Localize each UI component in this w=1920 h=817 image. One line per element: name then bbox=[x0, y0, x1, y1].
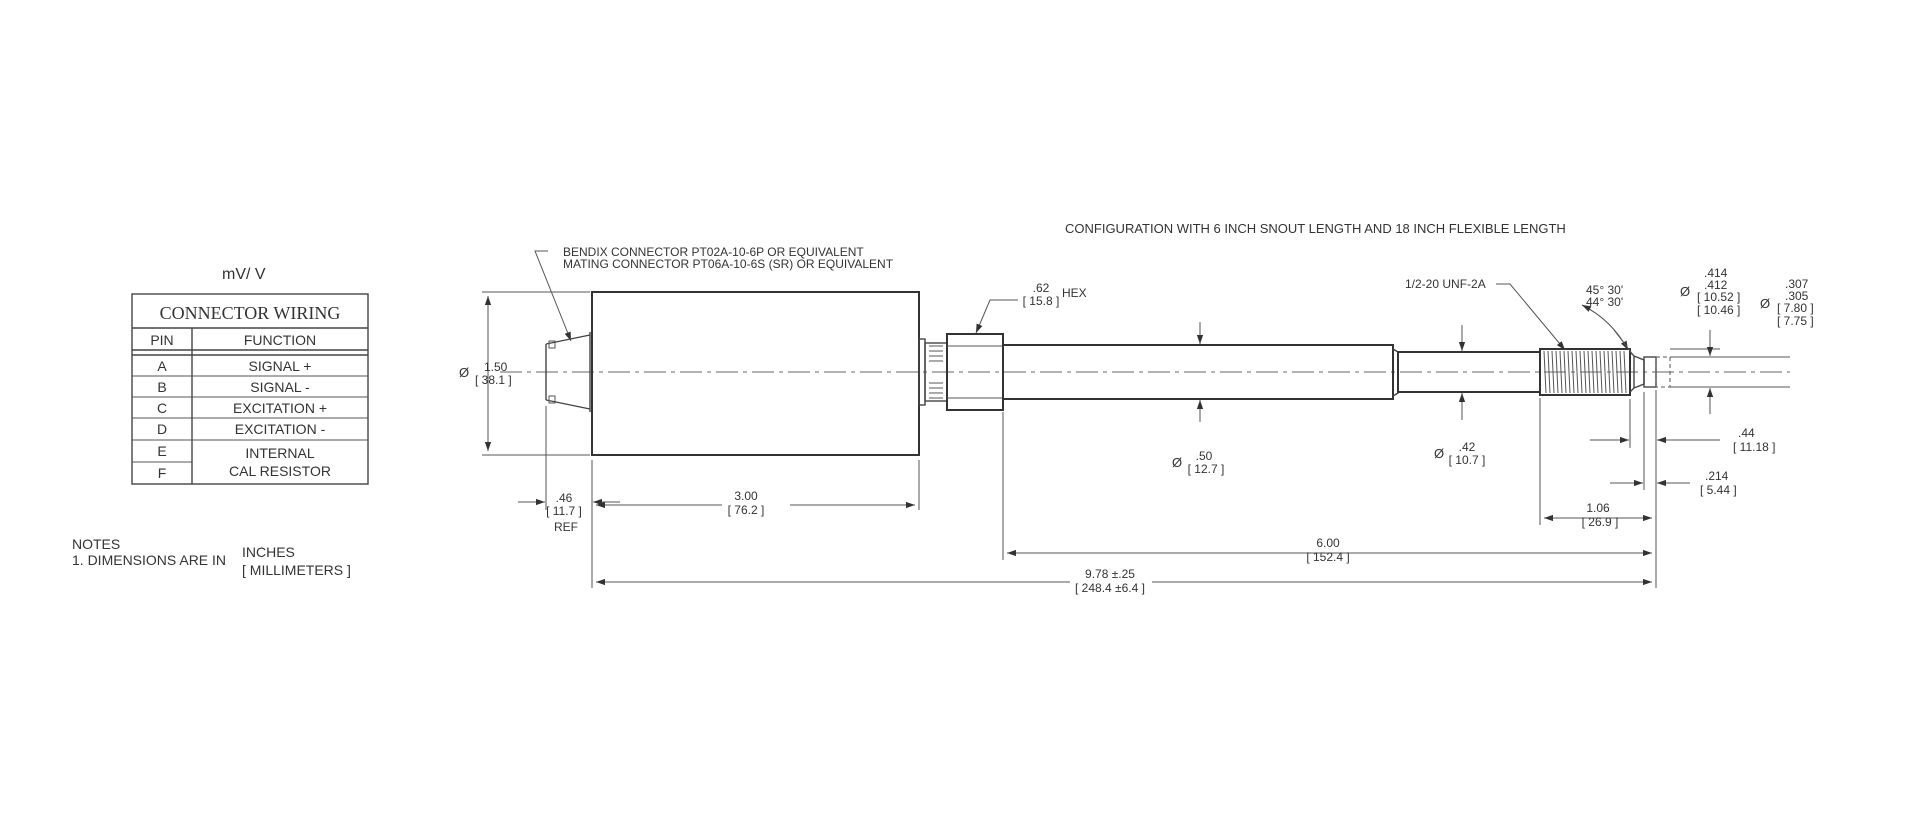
function-e: INTERNAL bbox=[245, 445, 314, 461]
pin-c: C bbox=[157, 400, 167, 416]
dim-hex-label: HEX bbox=[1062, 286, 1087, 300]
dim-snout-diameter-in: .50 bbox=[1196, 449, 1213, 463]
dim-thread-spec: 1/2-20 UNF-2A bbox=[1405, 277, 1486, 291]
pin-f: F bbox=[158, 465, 167, 481]
pin-b: B bbox=[157, 379, 166, 395]
dim-thread-diameter-mm-min: [ 10.46 ] bbox=[1697, 303, 1740, 317]
connector-leader bbox=[534, 250, 572, 342]
sensor-outline bbox=[500, 291, 1790, 456]
diameter-symbol-body: Ø bbox=[459, 365, 469, 380]
configuration-title: CONFIGURATION WITH 6 INCH SNOUT LENGTH A… bbox=[1065, 221, 1566, 236]
dim-tip-diameter-mm-max: [ 7.80 ] bbox=[1777, 301, 1814, 315]
pin-d: D bbox=[157, 421, 167, 437]
pin-e: E bbox=[157, 443, 166, 459]
dim-thread-length-mm: [ 26.9 ] bbox=[1582, 515, 1619, 529]
diameter-symbol-snout: Ø bbox=[1172, 455, 1182, 470]
diameter-symbol-tip: Ø bbox=[1760, 296, 1770, 311]
function-a: SIGNAL + bbox=[249, 358, 312, 374]
dim-tip-diameter-mm-min: [ 7.75 ] bbox=[1777, 314, 1814, 328]
dim-snout-length-in: 6.00 bbox=[1316, 536, 1340, 550]
dim-overall-length-mm: [ 248.4 ±6.4 ] bbox=[1075, 581, 1145, 595]
dim-tip-length-in: .44 bbox=[1738, 426, 1755, 440]
dim-tip-length-mm: [ 11.18 ] bbox=[1733, 440, 1775, 454]
dim-body-diameter-mm: [ 38.1 ] bbox=[475, 373, 512, 387]
diameter-symbol-step: Ø bbox=[1434, 446, 1444, 461]
pin-a: A bbox=[157, 358, 167, 374]
wiring-table-title: CONNECTOR WIRING bbox=[160, 303, 341, 323]
function-f: CAL RESISTOR bbox=[229, 463, 331, 479]
dim-body-diameter-in: 1.50 bbox=[484, 360, 508, 374]
dim-step-diameter-mm: [ 10.7 ] bbox=[1449, 453, 1486, 467]
dim-body-length-mm: [ 76.2 ] bbox=[728, 503, 765, 517]
dim-snout-diameter-mm: [ 12.7 ] bbox=[1188, 462, 1225, 476]
dim-angle-min: 44° 30' bbox=[1586, 295, 1623, 309]
dim-snout-length-mm: [ 152.4 ] bbox=[1306, 550, 1349, 564]
dim-connector-length-in: .46 bbox=[556, 491, 573, 505]
dim-tip-step-mm: [ 5.44 ] bbox=[1700, 483, 1737, 497]
dim-body-length-in: 3.00 bbox=[734, 489, 758, 503]
connector-note-line2: MATING CONNECTOR PT06A-10-6S (SR) OR EQU… bbox=[563, 257, 894, 271]
function-b: SIGNAL - bbox=[250, 379, 310, 395]
dim-connector-length-mm: [ 11.7 ] bbox=[546, 504, 582, 518]
notes-unit-mm: [ MILLIMETERS ] bbox=[242, 562, 351, 578]
dim-overall-length-in: 9.78 ±.25 bbox=[1085, 567, 1135, 581]
function-c: EXCITATION + bbox=[233, 400, 327, 416]
notes-unit-inches: INCHES bbox=[242, 544, 295, 560]
dim-tip-diameter-in-max: .307 bbox=[1785, 277, 1809, 291]
wiring-table: CONNECTOR WIRING PIN FUNCTION A SIGNAL +… bbox=[131, 293, 369, 485]
notes-heading: NOTES bbox=[72, 536, 120, 552]
notes-item1: 1. DIMENSIONS ARE IN bbox=[72, 552, 226, 568]
dim-hex-in: .62 bbox=[1033, 281, 1050, 295]
output-type-label: mV/ V bbox=[222, 266, 266, 283]
function-d: EXCITATION - bbox=[235, 421, 326, 437]
dim-connector-length-ref: REF bbox=[554, 520, 578, 534]
dim-thread-length-in: 1.06 bbox=[1586, 501, 1610, 515]
diameter-symbol-thread: Ø bbox=[1680, 284, 1690, 299]
dim-step-diameter-in: .42 bbox=[1459, 440, 1476, 454]
dim-thread-diameter-in-max: .414 bbox=[1704, 266, 1728, 280]
dim-tip-diameter-in-min: .305 bbox=[1785, 289, 1809, 303]
dim-hex-mm: [ 15.8 ] bbox=[1023, 294, 1060, 308]
dim-tip-step-in: .214 bbox=[1705, 469, 1729, 483]
dim-angle-max: 45° 30' bbox=[1586, 283, 1623, 297]
col-header-function: FUNCTION bbox=[244, 332, 316, 348]
col-header-pin: PIN bbox=[150, 332, 173, 348]
dim-thread-diameter-mm-max: [ 10.52 ] bbox=[1697, 290, 1740, 304]
connector-note-line1: BENDIX CONNECTOR PT02A-10-6P OR EQUIVALE… bbox=[563, 245, 864, 259]
dim-thread-diameter-in-min: .412 bbox=[1704, 278, 1728, 292]
